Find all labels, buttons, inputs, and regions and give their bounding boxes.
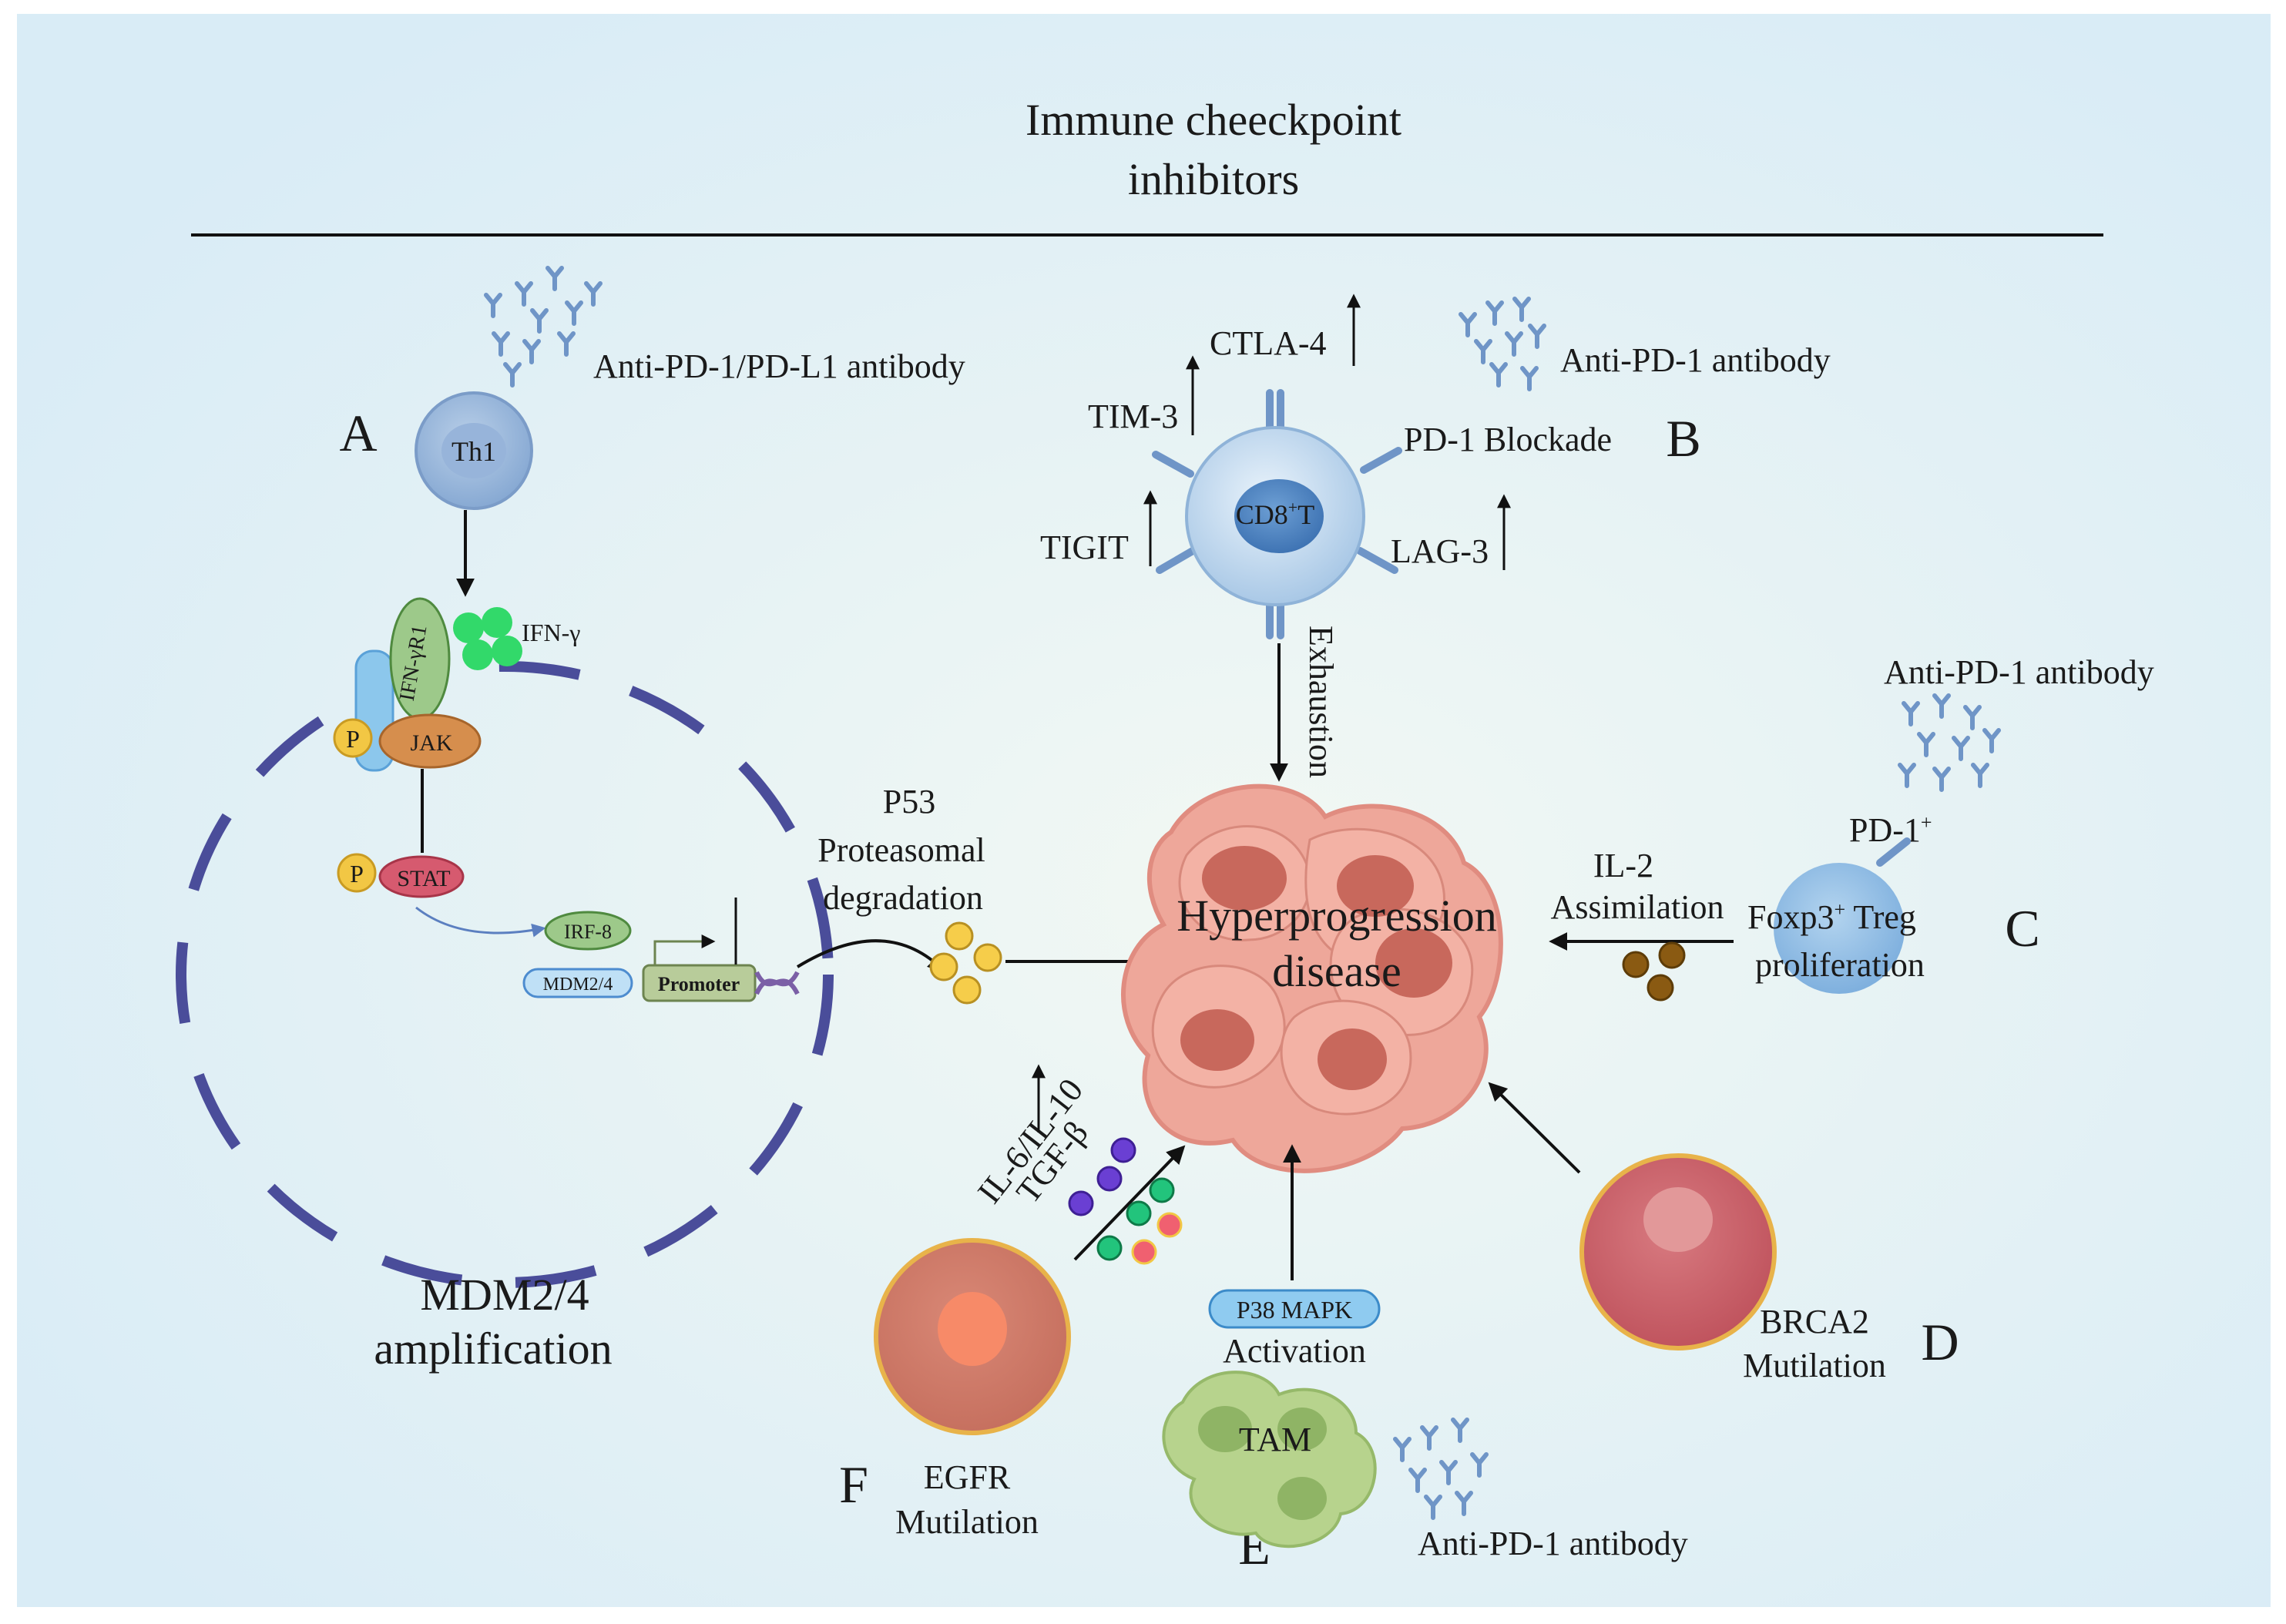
ifn-gamma-label: IFN-γ xyxy=(522,619,580,646)
promoter-start-arrow xyxy=(653,934,716,965)
treg-line-2: proliferation xyxy=(1755,946,1925,984)
treg-pd1-receptor xyxy=(1876,837,1911,867)
panel-a-antibody-label: Anti-PD-1/PD-L1 antibody xyxy=(593,347,965,385)
panel-b-antibody-label: Anti-PD-1 antibody xyxy=(1560,341,1831,379)
ctla4-label: CTLA-4 xyxy=(1210,324,1327,362)
panel-a-letter: A xyxy=(339,404,377,462)
p53-line-1: P53 xyxy=(883,783,935,820)
p38-mapk-pill xyxy=(1208,1289,1381,1329)
egfr-line-1: EGFR xyxy=(924,1458,1011,1496)
pd1-positive-label: PD-1+ xyxy=(1849,811,1932,849)
treg-line-1: Foxp3+ Treg xyxy=(1747,898,1916,936)
irf8-label: IRF-8 xyxy=(564,921,612,943)
nucleus-dashed-boundary xyxy=(176,661,834,1288)
stat-label: STAT xyxy=(397,866,450,891)
brca2-line-1: BRCA2 xyxy=(1760,1303,1869,1340)
promoter-label: Promoter xyxy=(658,973,740,995)
ifn-gamma-ligand xyxy=(453,607,522,670)
lag3-label: LAG-3 xyxy=(1391,532,1489,570)
panel-f-letter: F xyxy=(839,1455,868,1514)
phosphate-jak-label: P xyxy=(346,725,360,753)
th1-nucleus xyxy=(441,423,506,478)
th1-label: Th1 xyxy=(451,436,496,467)
cd8-label: CD8+T xyxy=(1236,498,1314,530)
phosphate-stat xyxy=(337,853,377,893)
p53-particles xyxy=(929,921,1002,1005)
phosphate-stat-label: P xyxy=(350,860,364,887)
pd1-blockade-label: PD-1 Blockade xyxy=(1404,421,1612,458)
brca2-line-2: Mutilation xyxy=(1743,1347,1886,1384)
cd8-receptor-spikes xyxy=(1152,389,1402,639)
panel-e-antibody-label: Anti-PD-1 antibody xyxy=(1418,1525,1688,1562)
tumor-cell-cluster xyxy=(1120,783,1503,1173)
cd8-nucleus xyxy=(1234,479,1324,553)
brca2-arrow xyxy=(1488,1082,1581,1174)
il2-particles xyxy=(1622,941,1686,1002)
mdm24-gene-label: MDM2/4 xyxy=(543,975,613,995)
hyperprogression-line-2: disease xyxy=(1272,946,1401,996)
irf8-protein xyxy=(544,911,632,951)
p53-line-2: Proteasomal xyxy=(817,831,985,869)
panel-c-antibody-label: Anti-PD-1 antibody xyxy=(1884,653,2154,691)
mdm24-gene xyxy=(522,968,633,998)
title-line-1: Immune cheeckpoint xyxy=(1026,95,1401,145)
treg-cell xyxy=(1774,863,1905,994)
il2-line-1: IL-2 xyxy=(1593,847,1653,884)
stat-protein xyxy=(378,855,465,898)
tam-label: TAM xyxy=(1239,1421,1311,1458)
egfr-line-2: Mutilation xyxy=(895,1503,1039,1541)
tigit-label: TIGIT xyxy=(1040,528,1129,566)
background-panel xyxy=(17,14,2271,1607)
cytokine-arrow xyxy=(1073,1145,1186,1261)
panel-a-caption-line-2: amplification xyxy=(374,1324,612,1374)
promoter-block xyxy=(642,964,757,1002)
title-line-2: inhibitors xyxy=(1128,154,1299,204)
jak-label: JAK xyxy=(410,730,452,756)
stat-irf-arrow xyxy=(415,906,546,938)
tim3-label: TIM-3 xyxy=(1088,398,1178,435)
hyperprogression-line-1: Hyperprogression xyxy=(1177,891,1497,941)
activation-label: Activation xyxy=(1223,1332,1366,1370)
dna-helix-icon xyxy=(754,971,800,995)
panel-d-letter: D xyxy=(1921,1313,1959,1371)
jak-kinase xyxy=(378,713,482,769)
panel-c-letter: C xyxy=(2005,899,2039,958)
cytokine-particles xyxy=(1068,1137,1183,1265)
panel-b-letter: B xyxy=(1666,409,1700,468)
egfr-nucleus xyxy=(938,1292,1007,1366)
tam-cell-cluster xyxy=(1162,1371,1377,1549)
p53-line-3: degradation xyxy=(823,879,983,917)
phosphate-jak xyxy=(333,718,373,758)
p53-degradation-arrow xyxy=(796,939,947,974)
exhaustion-label: Exhaustion xyxy=(1302,626,1340,778)
il2-line-2: Assimilation xyxy=(1551,888,1724,926)
p38-mapk-label: P38 MAPK xyxy=(1237,1296,1352,1324)
brca2-nucleus xyxy=(1643,1187,1713,1252)
panel-a-caption-line-1: MDM2/4 xyxy=(420,1270,589,1320)
